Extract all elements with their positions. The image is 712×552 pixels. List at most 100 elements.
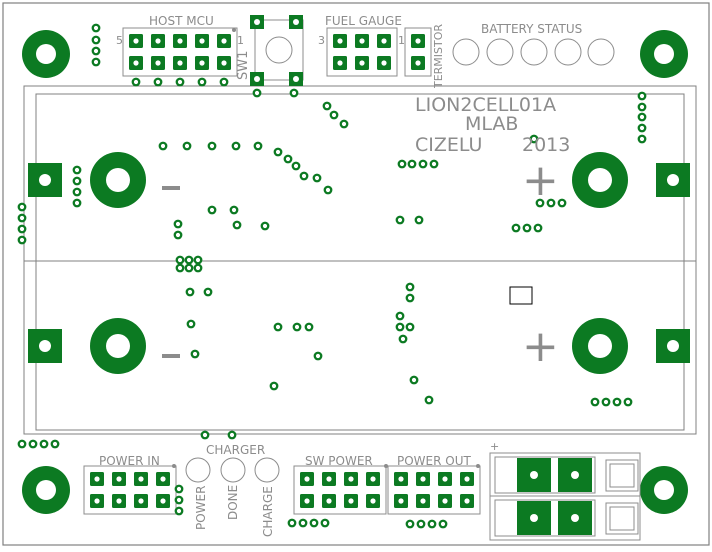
host-mcu-pin-left-label: 5 (116, 34, 123, 47)
via (219, 77, 229, 87)
via (429, 159, 439, 169)
via (557, 198, 567, 208)
battery-status-led (554, 38, 582, 66)
via (72, 198, 82, 208)
via (409, 375, 419, 385)
mounting-holes (22, 30, 688, 514)
via (184, 263, 194, 273)
led-charge-label: CHARGE (261, 486, 275, 537)
screw-terminal-pad (558, 458, 592, 492)
host-mcu-header (122, 27, 238, 77)
sw-power-header (293, 465, 387, 515)
power-out-pad (416, 472, 430, 486)
via (253, 141, 263, 151)
screw-terminal-pad (517, 501, 551, 535)
via (322, 101, 332, 111)
sw1-pad (250, 72, 264, 86)
via (203, 287, 213, 297)
via (289, 88, 299, 98)
via (522, 223, 532, 233)
via (173, 230, 183, 240)
via (193, 263, 203, 273)
power-in-pad (90, 494, 104, 508)
via (283, 154, 293, 164)
termistor-outline (404, 27, 432, 77)
via (200, 430, 210, 440)
via (229, 205, 239, 215)
termistor-pad (411, 56, 425, 70)
via (50, 439, 60, 449)
via (287, 518, 297, 528)
via (175, 77, 185, 87)
host-mcu-pad (129, 34, 143, 48)
via (232, 220, 242, 230)
author-label: CIZELU (415, 134, 482, 156)
sw1-switch (254, 19, 304, 81)
power-out-label: POWER OUT (397, 454, 472, 468)
termistor-header (404, 27, 432, 77)
termistor-label: TERMISTOR (432, 24, 445, 89)
sw1-pad (289, 15, 303, 29)
power-out-pad (394, 494, 408, 508)
via (637, 102, 647, 112)
sw-power-pad (344, 472, 358, 486)
via (637, 91, 647, 101)
holder-tab (656, 329, 690, 363)
termistor-pad (411, 34, 425, 48)
via (17, 235, 27, 245)
via (309, 518, 319, 528)
power-in-pad (112, 494, 126, 508)
cell-contact-pad (90, 318, 146, 374)
fuel-gauge-pad (333, 56, 347, 70)
sw1-pad (250, 15, 264, 29)
vias (17, 23, 647, 529)
via (17, 224, 27, 234)
via (17, 213, 27, 223)
via (252, 88, 262, 98)
host-mcu-label: HOST MCU (149, 14, 214, 28)
via (395, 311, 405, 321)
via (438, 519, 448, 529)
host-mcu-outline (122, 27, 238, 77)
fuel-gauge-pad (333, 34, 347, 48)
via (405, 519, 415, 529)
battery-status-led (587, 38, 615, 66)
screw-terminal (489, 452, 641, 541)
host-mcu-pad (195, 56, 209, 70)
power-in-pad (90, 472, 104, 486)
screw-terminal-pad (558, 501, 592, 535)
cell-contact-pad (572, 152, 628, 208)
power-out-pad (438, 472, 452, 486)
via (323, 185, 333, 195)
via (637, 112, 647, 122)
via (407, 159, 417, 169)
via (174, 495, 184, 505)
cell-contact-pad (572, 318, 628, 374)
host-mcu-pad (195, 34, 209, 48)
marker-square (509, 286, 533, 305)
battery-status-led (452, 38, 480, 66)
fuel-gauge-pin-right-label: 1 (398, 34, 405, 47)
fuel-gauge-header (326, 27, 398, 77)
via (182, 141, 192, 151)
via (173, 219, 183, 229)
mounting-hole (22, 30, 70, 78)
battery-status-label: BATTERY STATUS (481, 22, 582, 36)
via (313, 351, 323, 361)
via (273, 322, 283, 332)
via (397, 159, 407, 169)
power-out-pad (460, 494, 474, 508)
power-out-header (387, 465, 481, 515)
charger-led (220, 457, 246, 483)
via (511, 223, 521, 233)
via (329, 110, 339, 120)
board-outline (2, 2, 710, 546)
via (405, 293, 415, 303)
via (175, 263, 185, 273)
battery-status-led (520, 38, 548, 66)
fuel-gauge-pad (355, 56, 369, 70)
battery-holder-outline (23, 85, 697, 435)
status-leds (185, 38, 615, 483)
power-in-pad (112, 472, 126, 486)
power-out-outline (387, 465, 481, 515)
